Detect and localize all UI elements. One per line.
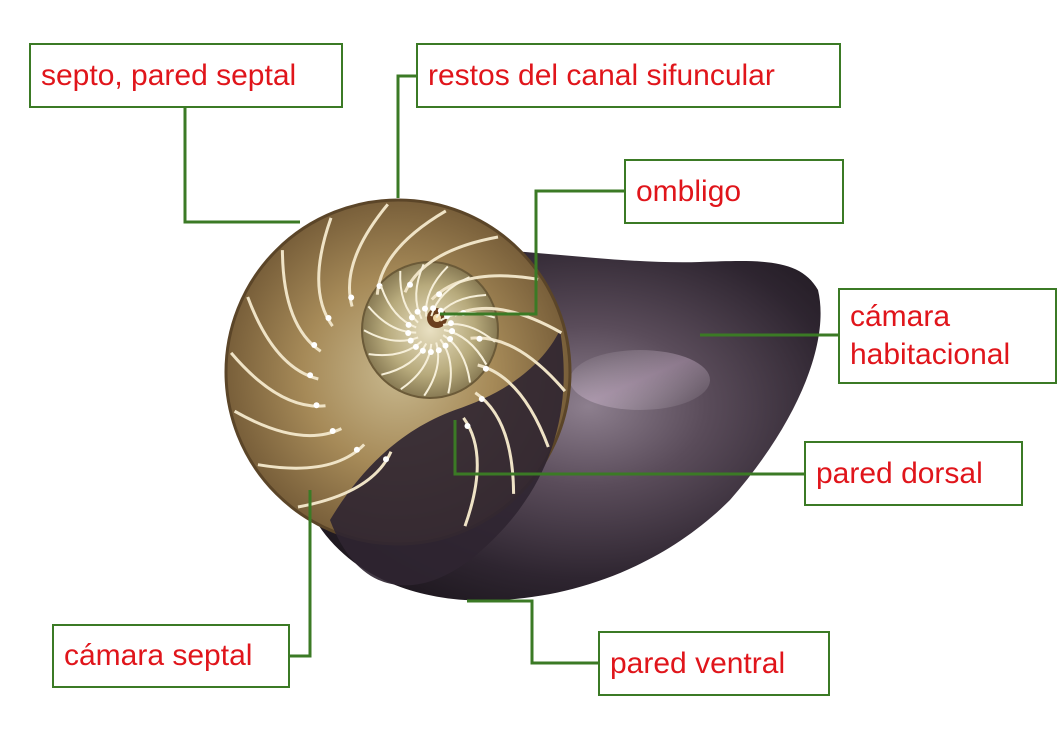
label-pared-dorsal: pared dorsal xyxy=(804,441,1023,506)
label-ombligo: ombligo xyxy=(624,159,844,224)
label-pared-ventral: pared ventral xyxy=(598,631,830,696)
outer-siphuncle-remnant xyxy=(348,294,355,301)
inner-septum xyxy=(368,340,423,357)
inner-septum xyxy=(423,342,440,397)
outer-siphuncle-remnant xyxy=(436,291,443,298)
inner-siphuncle-remnant xyxy=(419,347,426,354)
label-camara-septal: cámara septal xyxy=(52,624,290,688)
inner-siphuncle-remnant xyxy=(435,347,442,354)
inner-septum xyxy=(415,263,425,320)
leader-line-pared-ventral xyxy=(467,599,598,665)
inner-septum xyxy=(442,334,471,383)
inner-septum xyxy=(435,294,487,319)
inner-siphuncle-remnant xyxy=(447,336,454,342)
inner-septum xyxy=(424,265,449,317)
inner-septum xyxy=(439,338,452,394)
outer-siphuncle-remnant xyxy=(478,396,485,402)
inner-septum xyxy=(381,343,428,376)
leader-line-septo xyxy=(183,108,300,224)
outer-siphuncle-remnant xyxy=(476,335,483,342)
inner-siphuncle-remnant xyxy=(414,308,421,315)
inner-siphuncle-remnant xyxy=(422,305,428,312)
inner-siphuncle-remnant xyxy=(407,337,414,344)
inner-septum xyxy=(430,276,470,317)
leader-line-camara-septal xyxy=(290,490,312,658)
outer-septa xyxy=(229,203,567,527)
label-septo: septo, pared septal xyxy=(29,43,343,108)
inner-siphuncle-remnant xyxy=(412,343,419,350)
outer-siphuncle-remnant xyxy=(329,428,336,434)
inner-septum xyxy=(380,285,417,329)
label-camara-habitacional: cámara habitacional xyxy=(838,288,1057,384)
inner-siphuncle-remnant xyxy=(437,307,444,314)
inner-siphuncle-remnant xyxy=(430,305,437,312)
inner-septum xyxy=(363,329,419,342)
inner-septa xyxy=(363,263,496,397)
inner-siphuncle-remnant xyxy=(447,320,454,327)
inner-septum xyxy=(443,329,488,365)
leader-lines xyxy=(183,74,838,665)
inner-siphuncle-remnant xyxy=(442,342,449,349)
inner-siphuncle-remnant xyxy=(427,349,434,355)
inner-septum xyxy=(442,323,496,343)
outer-siphuncle-remnant xyxy=(307,372,314,379)
leader-line-pared-dorsal xyxy=(453,420,804,476)
label-restos-canal-sifuncular: restos del canal sifuncular xyxy=(416,43,841,108)
body-chamber-overlap xyxy=(330,330,564,586)
outer-siphuncle-remnant xyxy=(325,315,332,321)
inner-septum xyxy=(367,305,417,334)
outer-siphuncle-remnant xyxy=(464,423,471,429)
pearl-sheen xyxy=(570,350,710,410)
inner-siphuncle-remnant xyxy=(405,330,412,336)
outer-siphuncle-remnant xyxy=(311,342,318,348)
outer-siphuncle-remnant xyxy=(313,402,320,409)
outer-siphuncle-remnant xyxy=(482,365,489,372)
inner-siphuncle-remnant xyxy=(405,321,412,328)
inner-siphuncle-remnant xyxy=(408,314,415,321)
leader-line-restos xyxy=(396,74,416,198)
leader-line-ombligo xyxy=(440,189,624,316)
outer-siphuncle-remnant xyxy=(353,446,360,453)
inner-septum xyxy=(399,270,419,324)
outer-siphuncle-remnant xyxy=(383,456,389,463)
inner-siphuncle-remnant xyxy=(449,328,455,335)
outer-siphuncle-remnant xyxy=(407,281,413,288)
inner-septum xyxy=(400,343,433,391)
